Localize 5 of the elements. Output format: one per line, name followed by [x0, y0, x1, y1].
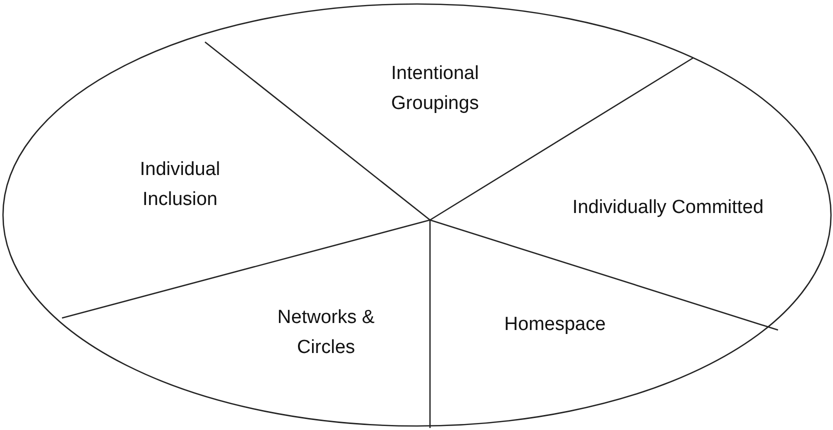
sector-label: Individually Committed [571, 196, 765, 220]
sector-label: Individual Inclusion [138, 158, 222, 212]
sector-label: Networks & Circles [276, 306, 376, 360]
sector-label: Homespace [503, 313, 607, 337]
sector-label: Intentional Groupings [390, 62, 480, 116]
